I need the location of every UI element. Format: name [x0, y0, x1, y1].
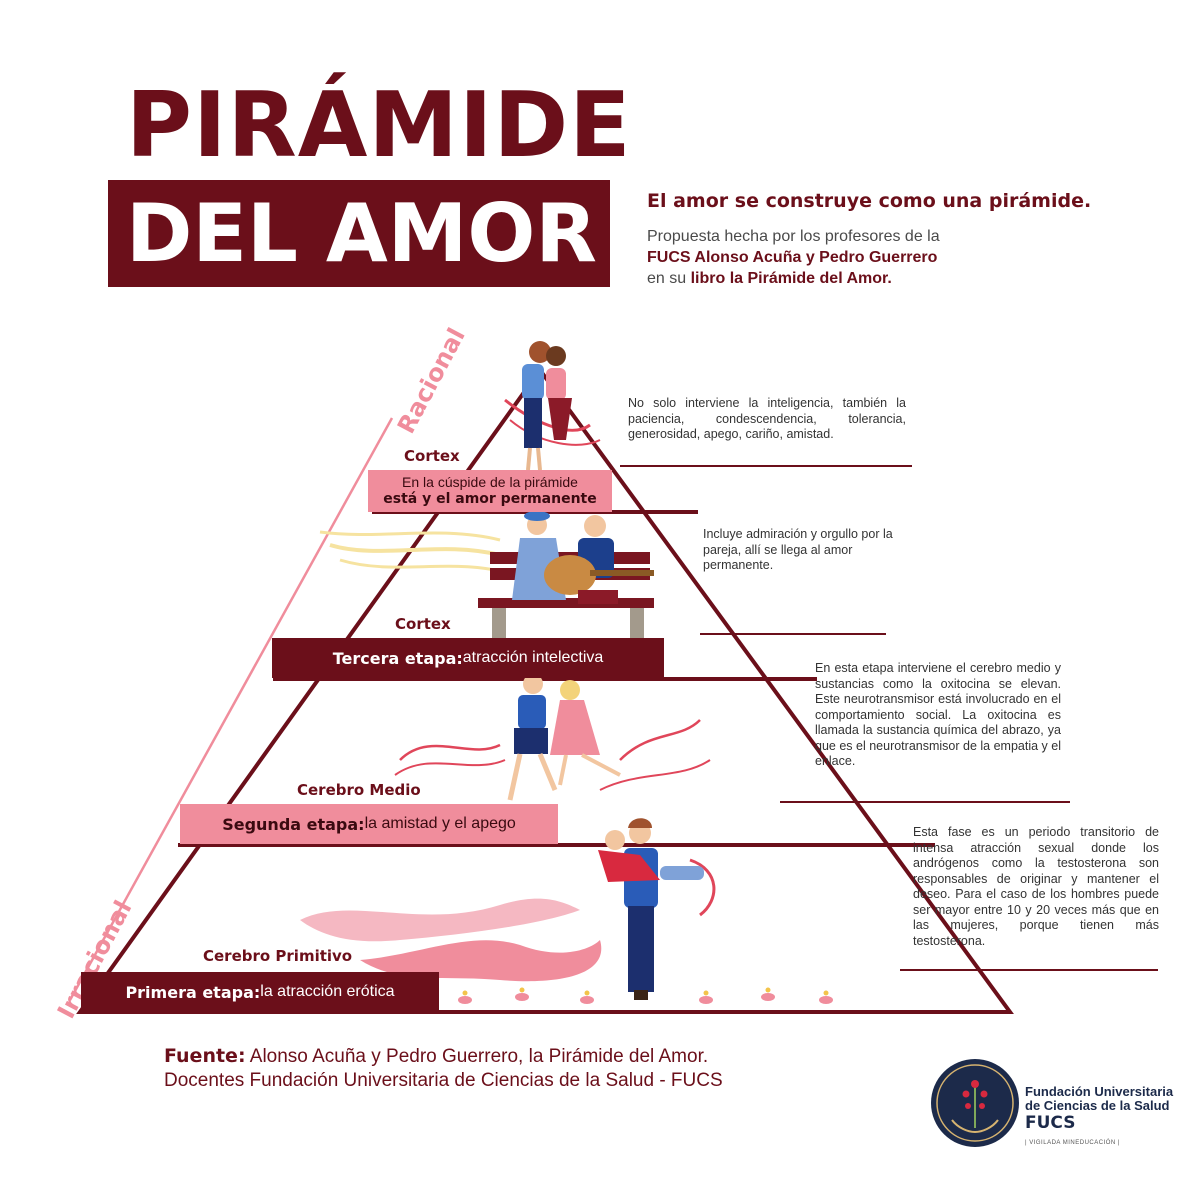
source-credit: Fuente: Alonso Acuña y Pedro Guerrero, l… [164, 1044, 723, 1093]
level2-band-text: atracción intelectiva [462, 649, 604, 666]
level3-band-text: la amistad y el apego [364, 815, 516, 832]
level4-description: Esta fase es un periodo transitorio de i… [913, 825, 1159, 948]
level3-band-title: Segunda etapa: [222, 814, 365, 834]
logo-text: Fundación Universitaria de Ciencias de l… [1025, 1084, 1174, 1134]
title-line2: DEL AMOR [126, 187, 598, 280]
candle-flames [462, 987, 829, 996]
logo-line1: Fundación Universitaria [1025, 1084, 1174, 1099]
level2-band-title: Tercera etapa: [332, 648, 463, 668]
level1-band: En la cúspide de la pirámide está y el a… [368, 470, 612, 512]
source-line1: Alonso Acuña y Pedro Guerrero, la Pirámi… [245, 1046, 709, 1067]
level2-description: Incluye admiración y orgullo por la pare… [703, 527, 893, 572]
level2-band: Tercera etapa: atracción intelectiva [272, 638, 664, 678]
intro-line1: Propuesta hecha por los profesores de la [647, 228, 940, 245]
level3-description: En esta etapa interviene el cerebro medi… [815, 661, 1061, 768]
level1-brain-label: Cortex [404, 447, 460, 465]
title-band [108, 180, 610, 287]
level1-band-line2: está y el amor permanente [383, 491, 597, 507]
side-guide-line [68, 417, 394, 1001]
couple-top-illustration [504, 341, 601, 471]
running-couple-illustration [394, 674, 711, 801]
intro-line3-bold: libro la Pirámide del Amor. [690, 270, 892, 287]
source-line2: Docentes Fundación Universitaria de Cien… [164, 1070, 723, 1091]
intro-text: Propuesta hecha por los profesores de la… [647, 226, 940, 289]
level4-band-text: la atracción erótica [260, 983, 395, 1000]
intro-line2: FUCS Alonso Acuña y Pedro Guerrero [647, 249, 938, 266]
intro-line3: en su [647, 270, 691, 287]
level2-brain-label: Cortex [395, 615, 451, 633]
logo-line3: FUCS [1025, 1113, 1076, 1133]
pyramid-outline [76, 366, 1014, 1014]
carry-couple-illustration [300, 818, 716, 1000]
intro-lead: El amor se construye como una pirámide. [647, 190, 1092, 212]
title-line1: PIRÁMIDE [126, 73, 632, 178]
level3-band: Segunda etapa: la amistad y el apego [180, 804, 558, 844]
level4-band-title: Primera etapa: [125, 982, 261, 1002]
logo-line2: de Ciencias de la Salud [1025, 1098, 1170, 1113]
source-label: Fuente: [164, 1045, 246, 1067]
level1-description: No solo interviene la inteligencia, tamb… [628, 396, 906, 441]
fucs-seal-logo [931, 1059, 1019, 1147]
level1-band-line1: En la cúspide de la pirámide [402, 474, 578, 490]
candles-illustration [458, 993, 833, 1004]
level4-band: Primera etapa: la atracción erótica [81, 972, 439, 1012]
level3-brain-label: Cerebro Medio [297, 781, 421, 799]
level4-brain-label: Cerebro Primitivo [203, 947, 353, 965]
bench-couple-illustration [319, 511, 654, 640]
logo-note: | VIGILADA MINEDUCACIÓN | [1025, 1140, 1120, 1146]
